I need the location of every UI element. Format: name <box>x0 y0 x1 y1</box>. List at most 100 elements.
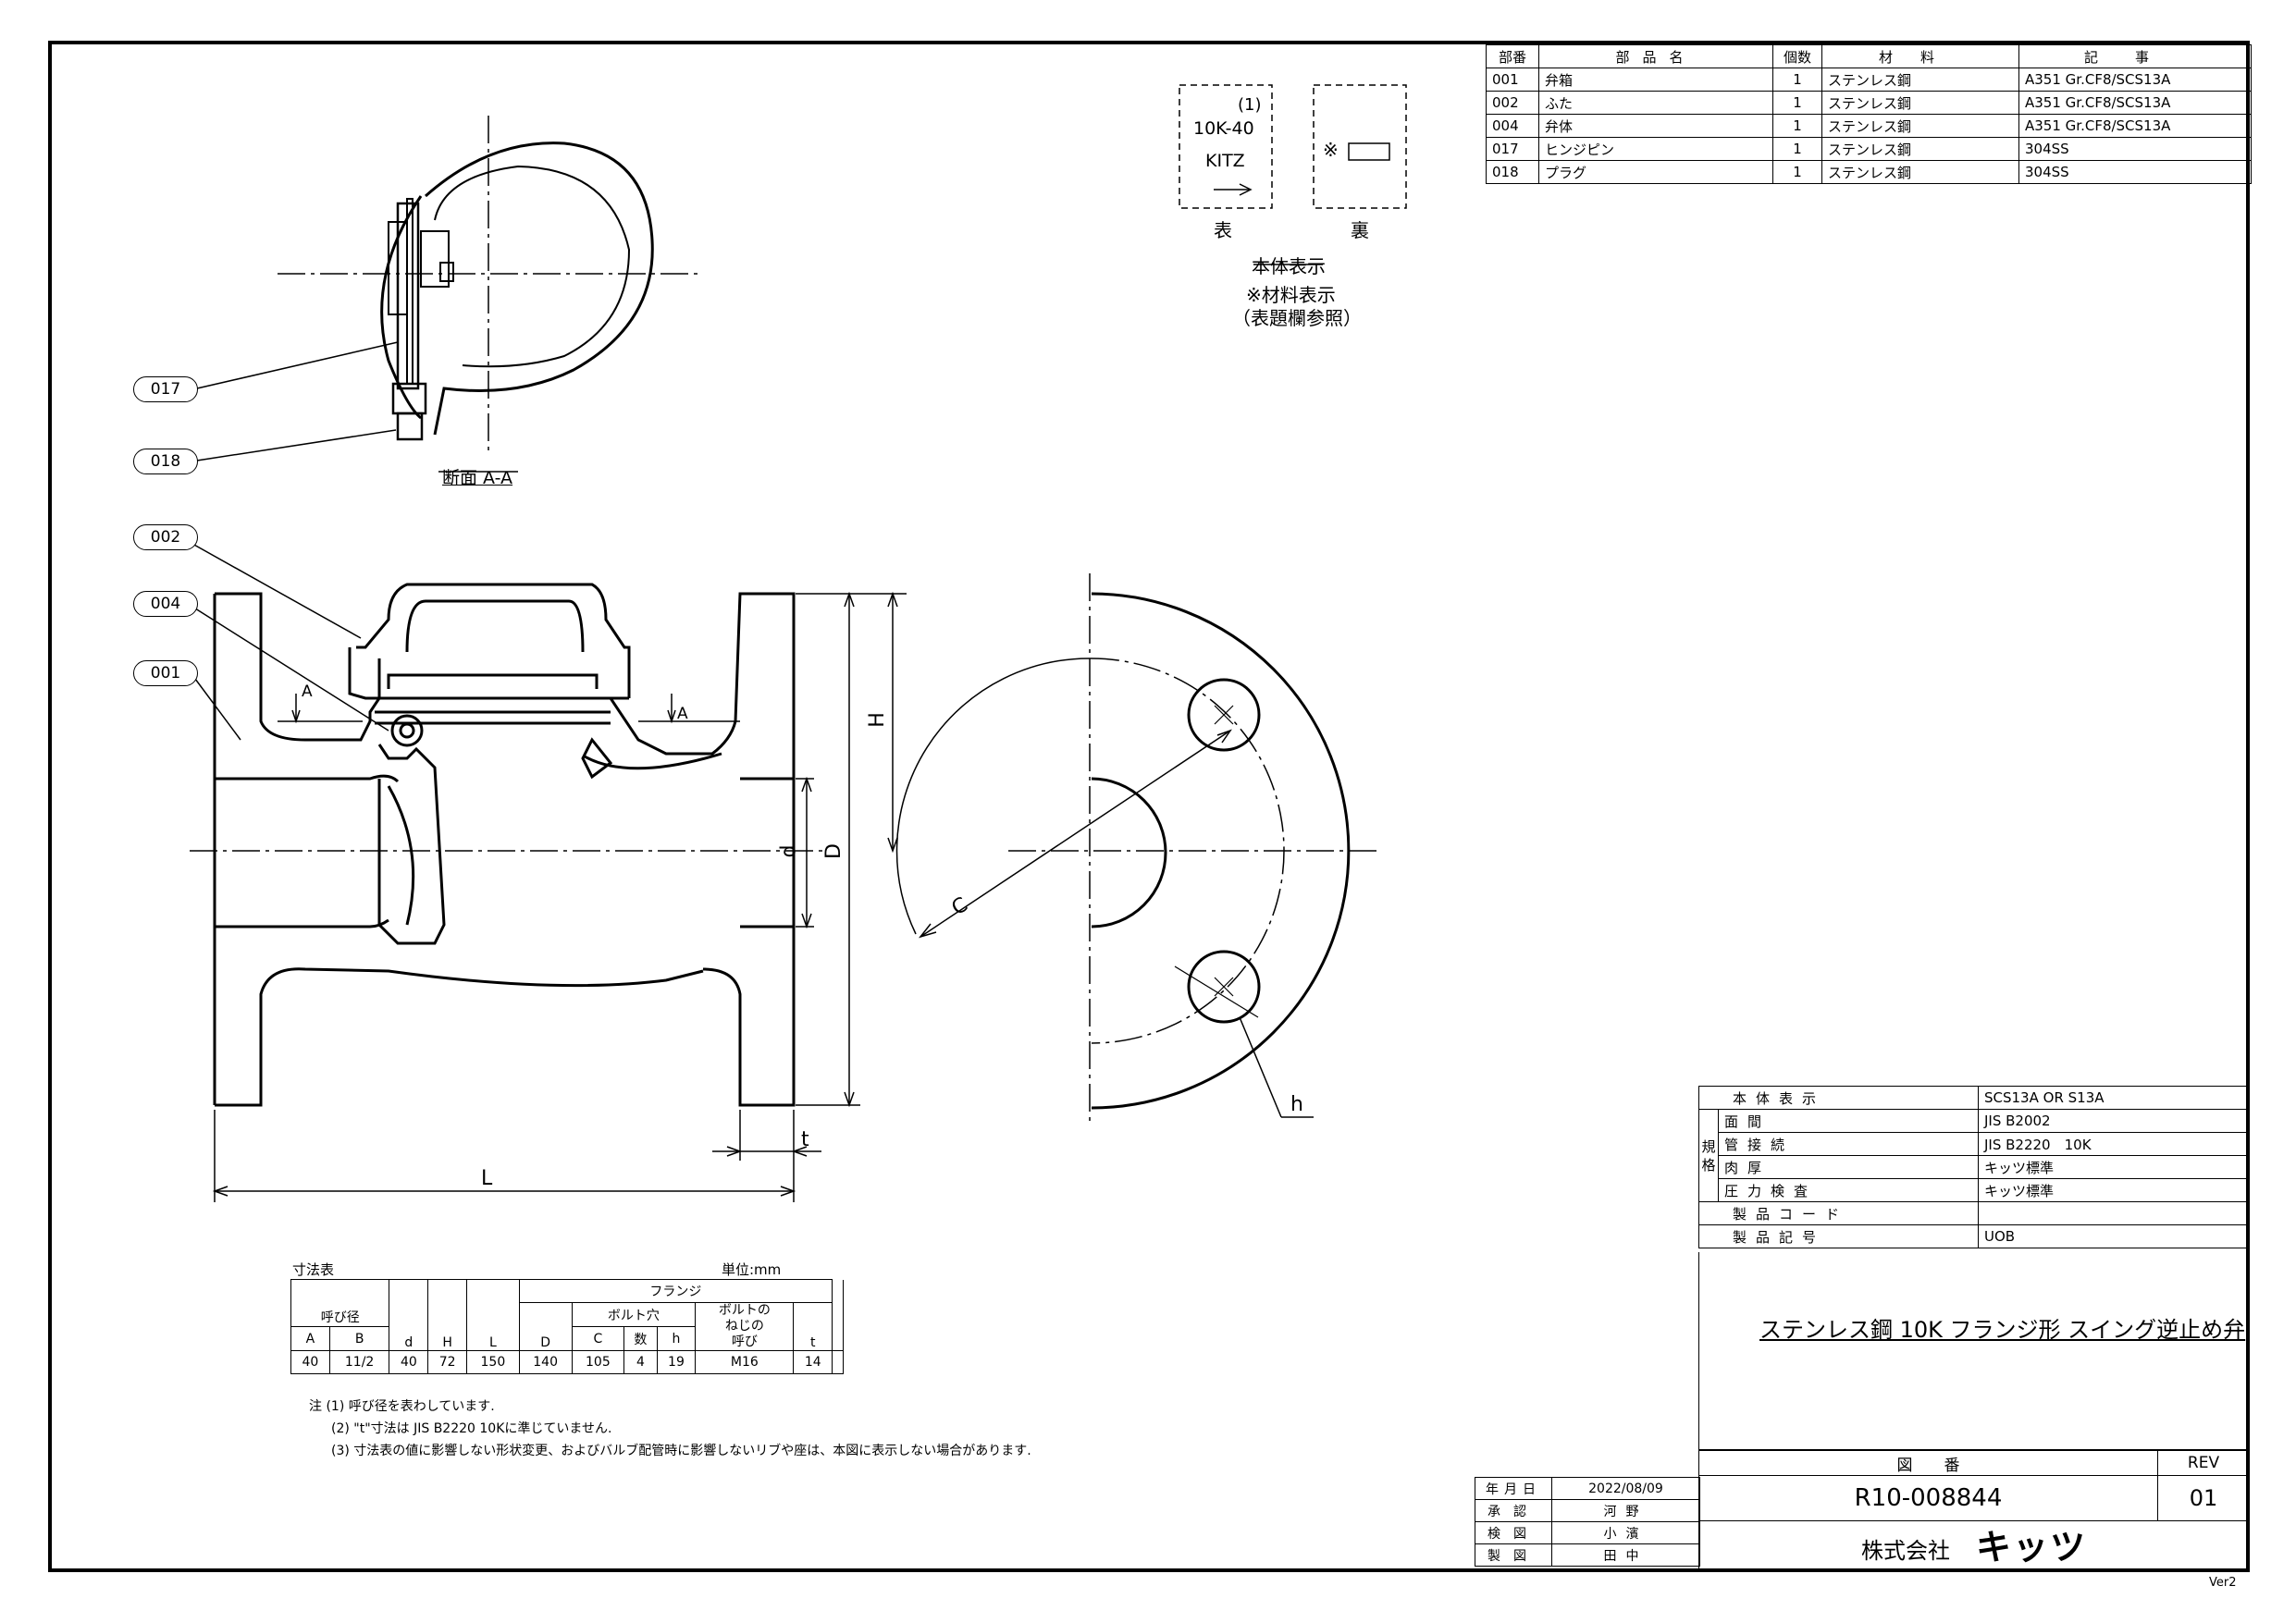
header-part-no: 部番 <box>1486 44 1539 68</box>
col-d: d <box>389 1279 429 1351</box>
part-qty: 1 <box>1772 137 1822 161</box>
dimension-table: 呼び径 d H L フランジ D ボルト穴 ボルトの ねじの 呼び t A B … <box>290 1279 844 1374</box>
spec-label: 面間 <box>1718 1109 1979 1133</box>
spec-label: 管接続 <box>1718 1132 1979 1156</box>
part-remarks: 304SS <box>2018 137 2252 161</box>
bolt-hole-header: ボルト穴 <box>571 1302 697 1327</box>
callout-001: 001 <box>133 660 198 686</box>
marking-back-label: 裏 <box>1351 219 1369 241</box>
marking-brand: KITZ <box>1205 151 1245 171</box>
marking-front-label: 表 <box>1214 219 1232 241</box>
spec-value <box>1978 1201 2250 1225</box>
part-remarks: A351 Gr.CF8/SCS13A <box>2018 114 2252 138</box>
parts-row: 002 ふた 1 ステンレス鋼 A351 Gr.CF8/SCS13A <box>1486 91 2252 115</box>
spec-label: 製品記号 <box>1698 1224 1979 1248</box>
header-material: 材料 <box>1821 44 2019 68</box>
value-t: 14 <box>793 1350 833 1374</box>
part-name: ふた <box>1538 91 1773 115</box>
part-remarks: A351 Gr.CF8/SCS13A <box>2018 91 2252 115</box>
dim-label-h: h <box>1290 1093 1303 1116</box>
parts-row: 001 弁箱 1 ステンレス鋼 A351 Gr.CF8/SCS13A <box>1486 68 2252 92</box>
col-B: B <box>328 1326 390 1351</box>
version-label: Ver2 <box>2209 1576 2237 1590</box>
marking-note1: ※材料表示 <box>1246 284 1336 306</box>
part-name: 弁箱 <box>1538 68 1773 92</box>
dim-label-L: L <box>481 1167 493 1190</box>
value-A: 40 <box>290 1350 330 1374</box>
marking-boxes <box>1179 84 1407 209</box>
value-d: 40 <box>389 1350 429 1374</box>
parts-header-row: 部番 部品名 個数 材料 記事 <box>1486 44 2252 68</box>
part-remarks: A351 Gr.CF8/SCS13A <box>2018 68 2252 92</box>
callout-018: 018 <box>133 449 198 474</box>
drawing-no-label: 図 番 <box>1698 1450 2158 1476</box>
part-no: 017 <box>1486 137 1539 161</box>
title-box <box>1698 1252 2250 1450</box>
drawing-title: ステンレス鋼 10K フランジ形 スイング逆止め弁 <box>1759 1317 2246 1343</box>
value-H: 72 <box>427 1350 467 1374</box>
company-logo: キッツ <box>1976 1527 2088 1568</box>
drawing-number: R10-008844 <box>1698 1475 2158 1521</box>
spec-group-label: 規格 <box>1698 1109 1719 1202</box>
approval-label: 承認 <box>1475 1499 1552 1522</box>
header-qty: 個数 <box>1772 44 1822 68</box>
spec-value: キッツ標準 <box>1978 1155 2250 1179</box>
marking-back-symbol: ※ <box>1323 139 1339 161</box>
part-qty: 1 <box>1772 114 1822 138</box>
part-material: ステンレス鋼 <box>1821 114 2019 138</box>
spec-label: 製品コード <box>1698 1201 1979 1225</box>
part-no: 018 <box>1486 160 1539 184</box>
value-B: 11/2 <box>328 1350 390 1374</box>
dim-label-d: d <box>777 844 801 858</box>
dims-caption: 寸法表 <box>292 1261 335 1278</box>
part-no: 004 <box>1486 114 1539 138</box>
note-3: (3) 寸法表の値に影響しない形状変更、およびバルブ配管時に影響しないリブや座は… <box>331 1444 1031 1458</box>
flange-header: フランジ <box>518 1279 833 1303</box>
value-C: 105 <box>571 1350 625 1374</box>
part-remarks: 304SS <box>2018 160 2252 184</box>
nominal-header: 呼び径 <box>290 1279 390 1327</box>
dim-label-D: D <box>821 843 846 859</box>
section-mark-right: A <box>677 705 688 723</box>
marking-caption: 本体表示 <box>1252 255 1326 277</box>
spec-value: UOB <box>1978 1224 2250 1248</box>
revision: 01 <box>2157 1475 2250 1521</box>
spec-value: JIS B2220 10K <box>1978 1132 2250 1156</box>
section-title: 断面 A-A <box>442 468 513 488</box>
dims-unit: 単位:mm <box>722 1261 782 1278</box>
callout-004: 004 <box>133 591 198 617</box>
value-D: 140 <box>518 1350 573 1374</box>
marking-size: 10K-40 <box>1193 118 1254 139</box>
part-name: ヒンジピン <box>1538 137 1773 161</box>
header-part-name: 部品名 <box>1538 44 1773 68</box>
parts-row: 018 プラグ 1 ステンレス鋼 304SS <box>1486 160 2252 184</box>
col-t: t <box>793 1302 833 1351</box>
drawing-number-table: 図 番 REV R10-008844 01 <box>1698 1450 2250 1521</box>
value-h: 19 <box>656 1350 697 1374</box>
parts-table: 部番 部品名 個数 材料 記事 001 弁箱 1 ステンレス鋼 A351 Gr.… <box>1486 44 2252 184</box>
spec-table: 本体表示 SCS13A OR S13A 規格 面間 JIS B2002 管接続 … <box>1698 1086 2250 1248</box>
value-count: 4 <box>623 1350 658 1374</box>
spec-value: JIS B2002 <box>1978 1109 2250 1133</box>
col-H: H <box>427 1279 467 1351</box>
col-h: h <box>656 1326 697 1351</box>
marking-note-ref: (1) <box>1238 95 1262 115</box>
company-box <box>1698 1519 2250 1570</box>
part-material: ステンレス鋼 <box>1821 160 2019 184</box>
part-name: プラグ <box>1538 160 1773 184</box>
col-count: 数 <box>623 1326 658 1351</box>
dims-values-row: 40 11/2 40 72 150 140 105 4 19 M16 14 <box>290 1350 844 1374</box>
note-2: (2) "t"寸法は JIS B2220 10Kに準じていません. <box>331 1421 612 1436</box>
valve-front-view <box>213 583 796 1107</box>
approval-table: 年月日 2022/08/09 承認 河野 検図 小濱 製図 田中 <box>1475 1477 1700 1567</box>
dim-label-H: H <box>865 712 889 728</box>
col-C: C <box>571 1326 625 1351</box>
spec-label: 肉厚 <box>1718 1155 1979 1179</box>
dim-label-t: t <box>801 1128 809 1151</box>
spec-label: 本体表示 <box>1698 1086 1979 1110</box>
part-no: 001 <box>1486 68 1539 92</box>
part-name: 弁体 <box>1538 114 1773 138</box>
part-qty: 1 <box>1772 160 1822 184</box>
part-no: 002 <box>1486 91 1539 115</box>
